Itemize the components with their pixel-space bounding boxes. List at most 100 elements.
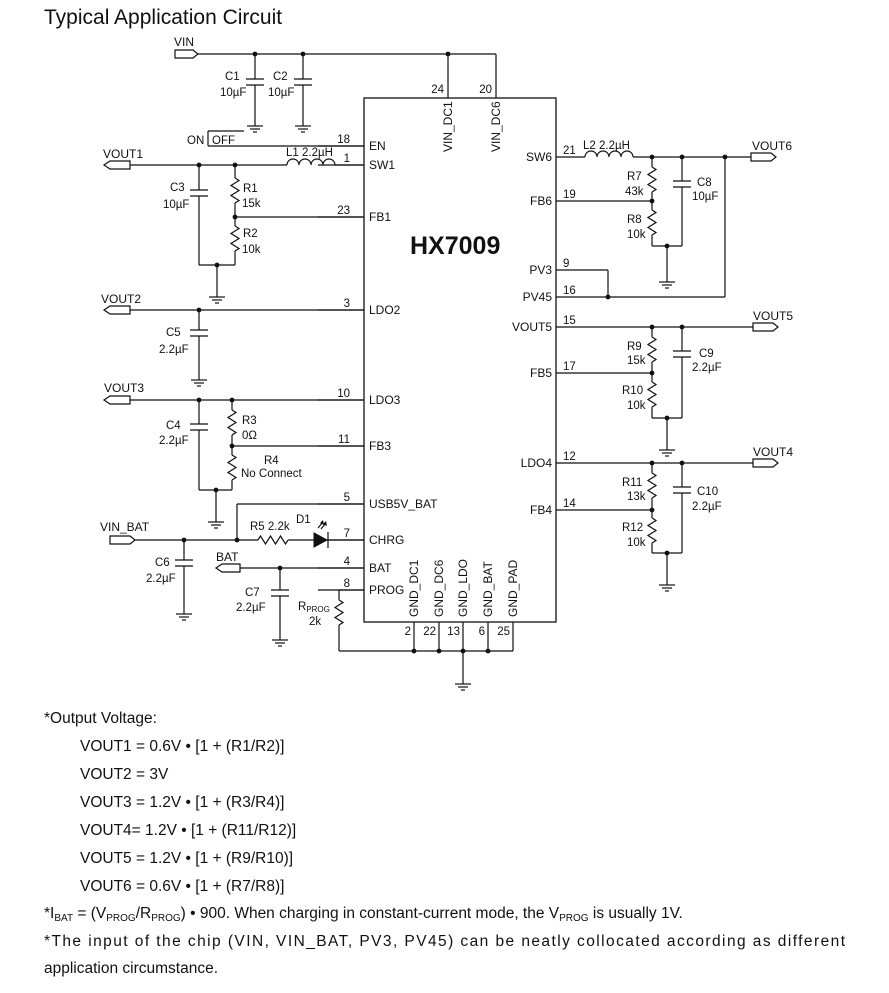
rprog-resistor [333, 599, 345, 626]
pin-number: 16 [563, 285, 576, 297]
c3-val: 10µF [163, 199, 189, 211]
notes-heading: *Output Voltage: [44, 710, 157, 727]
c2-val: 10µF [268, 87, 294, 99]
r11-val: 13k [627, 491, 646, 503]
c4-ref: C4 [166, 420, 181, 432]
pin-number: 7 [344, 528, 350, 540]
ground-icon [455, 683, 471, 691]
pin-number: 15 [563, 315, 576, 327]
ground-symbols [176, 125, 675, 691]
c5-ref: C5 [166, 327, 181, 339]
bottom-pin-group: 2GND_DC122GND_DC613GND_LDO6GND_BAT25GND_… [405, 559, 520, 651]
l1-ref: L1 2.2µH [286, 147, 333, 159]
pin-number: 21 [563, 145, 576, 157]
bat-label: BAT [216, 550, 239, 564]
r10-val: 10k [627, 400, 646, 412]
pin-number: 17 [563, 361, 576, 373]
pin-number: 13 [447, 626, 460, 638]
l2-inductor [584, 150, 634, 158]
ground-icon [176, 613, 192, 621]
r12-resistor [646, 517, 658, 544]
ibat-note: *IBAT = (VPROG/RPROG) • 900. When chargi… [44, 905, 683, 924]
r9-resistor [646, 336, 658, 363]
right-pin-group: 21SW619FB69PV316PV4515VOUT517FB512LDO414… [512, 145, 576, 517]
c5-val: 2.2µF [159, 344, 189, 356]
ground-icon [659, 449, 675, 457]
pin-name: FB1 [369, 210, 391, 224]
c1-val: 10µF [220, 87, 246, 99]
pin-number: 20 [479, 84, 492, 96]
vin-label: VIN [174, 35, 194, 49]
vout2-port [102, 305, 131, 315]
pin-name: USB5V_BAT [369, 497, 438, 511]
d1-ref: D1 [296, 514, 311, 526]
r2-ref: R2 [243, 228, 258, 240]
bat-section: BAT C7 2.2µF RPROG 2k [214, 550, 513, 684]
r3-resistor [226, 409, 238, 436]
pin-name: GND_DC1 [407, 559, 421, 617]
pin-name: LDO4 [521, 456, 553, 470]
vinbat-label: VIN_BAT [100, 520, 150, 534]
c8-val: 10µF [692, 191, 718, 203]
r10-resistor [646, 381, 658, 408]
ground-icon [659, 281, 675, 289]
pin-name: SW1 [369, 158, 395, 172]
r1-val: 15k [242, 198, 261, 210]
pin-number: 4 [344, 556, 351, 568]
r11-resistor [646, 472, 658, 499]
c1-ref: C1 [225, 71, 240, 83]
pin-number: 22 [423, 626, 436, 638]
r8-ref: R8 [627, 214, 642, 226]
r1-resistor [229, 177, 241, 204]
r5-resistor [257, 534, 289, 546]
pin-name: GND_LDO [456, 559, 470, 617]
ground-icon [209, 296, 225, 304]
pin-name: FB5 [530, 366, 552, 380]
vinbat-port [109, 535, 136, 545]
pin-name: VOUT5 [512, 320, 552, 334]
vout3-section: VOUT3 C4 2.2µF R3 0Ω R4 No Connect [102, 381, 364, 522]
rprog-val: 2k [309, 616, 321, 628]
vinbat-section: VIN_BAT R5 2.2k D1 C6 2.2µF [100, 503, 364, 614]
vout1-port [102, 160, 131, 170]
pin-name: VIN_DC6 [489, 101, 503, 152]
vout4-section: VOUT4 R11 13k R12 10k C10 2.2µF [556, 445, 793, 585]
on-label: ON [187, 135, 204, 147]
r12-val: 10k [627, 537, 646, 549]
pin-name: GND_PAD [506, 560, 520, 617]
pin-name: LDO2 [369, 303, 401, 317]
pin-name: PV3 [529, 263, 552, 277]
off-label: OFF [212, 135, 235, 147]
formula-line: VOUT2 = 3V [80, 766, 169, 783]
pin-name: VIN_DC1 [441, 101, 455, 152]
vout4-label: VOUT4 [753, 445, 793, 459]
c3-ref: C3 [170, 182, 185, 194]
vout1-section: VOUT1 L1 2.2µH C3 10µF R1 15k R2 10k [102, 147, 364, 297]
l2-ref: L2 2.2µH [583, 140, 630, 152]
r3-ref: R3 [242, 415, 257, 427]
vout6-port [750, 152, 777, 162]
pin-number: 3 [344, 298, 350, 310]
input-note-line: application circumstance. [44, 960, 218, 977]
formula-line: VOUT3 = 1.2V • [1 + (R3/R4)] [80, 794, 284, 811]
ground-icon [272, 639, 288, 647]
chip-name: HX7009 [410, 232, 500, 260]
c7-val: 2.2µF [236, 602, 266, 614]
r10-ref: R10 [622, 385, 643, 397]
pin-name: GND_BAT [481, 561, 495, 617]
r4-val: No Connect [241, 468, 303, 480]
c6-ref: C6 [155, 557, 170, 569]
formula-line: VOUT1 = 0.6V • [1 + (R1/R2)] [80, 738, 284, 755]
ground-icon [191, 379, 207, 387]
r3-val: 0Ω [242, 430, 257, 442]
c9-ref: C9 [699, 348, 714, 360]
c10-val: 2.2µF [692, 501, 722, 513]
pin-number: 10 [337, 388, 350, 400]
r2-val: 10k [242, 244, 261, 256]
bat-port [214, 563, 241, 573]
r2-resistor [229, 225, 241, 252]
pin-name: CHRG [369, 533, 404, 547]
pin-name: PV45 [523, 290, 553, 304]
